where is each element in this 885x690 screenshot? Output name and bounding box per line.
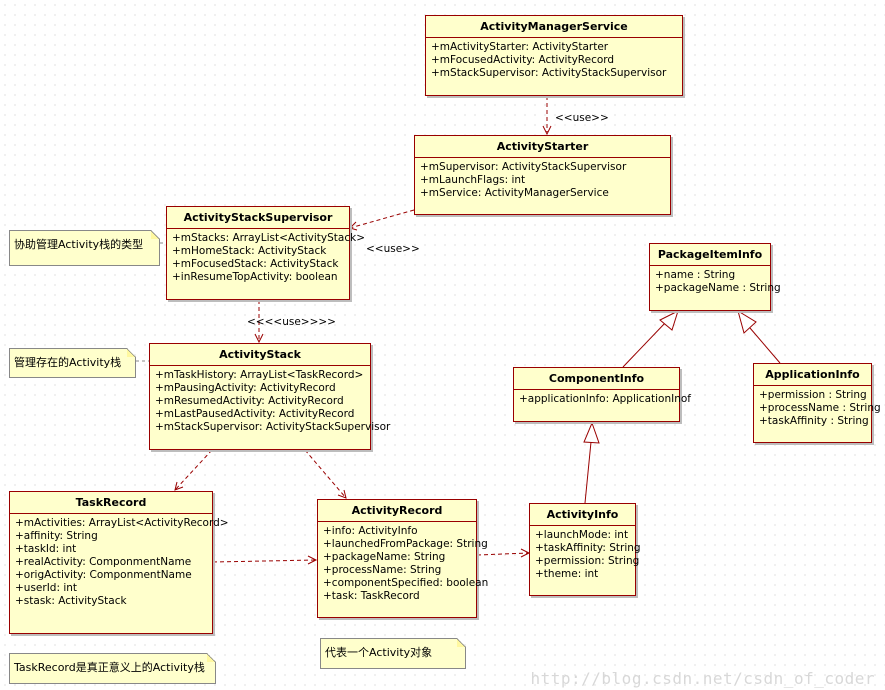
class-name: TaskRecord	[10, 492, 212, 514]
note-fold-corner	[207, 653, 216, 662]
dependency-stack-record	[304, 449, 347, 499]
field: +permission: String	[535, 555, 640, 567]
class-application-info[interactable]: ApplicationInfo +permission : String +pr…	[753, 363, 881, 443]
use-stereotype-label: <<use>>	[366, 243, 420, 255]
field: +launchedFromPackage: String	[323, 538, 488, 550]
field: +mFocusedStack: ActivityStack	[172, 258, 339, 270]
note-task: TaskRecord是真正意义上的Activity栈	[9, 653, 216, 684]
dependency-starter-supervisor	[349, 209, 415, 229]
generalization-actinfo-compinfo	[584, 441, 592, 504]
field: +mService: ActivityManagerService	[420, 187, 609, 199]
field: +processName : String	[759, 402, 881, 414]
field: +mActivities: ArrayList<ActivityRecord>	[15, 517, 229, 529]
class-activity-starter[interactable]: ActivityStarter +mSupervisor: ActivitySt…	[414, 135, 671, 215]
class-activity-info[interactable]: ActivityInfo +launchMode: int +taskAffin…	[529, 503, 641, 596]
field: +mSupervisor: ActivityStackSupervisor	[420, 161, 627, 173]
note-text: 管理存在的Activity栈	[14, 356, 122, 369]
field: +mResumedActivity: ActivityRecord	[155, 395, 344, 407]
watermark: http://blog.csdn.net/csdn_of_coder	[530, 669, 875, 688]
class-name: ActivityStackSupervisor	[167, 207, 349, 229]
generalization-arrowhead	[583, 421, 600, 444]
field: +stask: ActivityStack	[15, 595, 127, 607]
field: +taskAffinity : String	[759, 415, 869, 427]
note-stack: 管理存在的Activity栈	[9, 348, 136, 378]
class-component-info[interactable]: ComponentInfo +applicationInfo: Applicat…	[513, 367, 692, 422]
field: +componentSpecified: boolean	[323, 577, 489, 589]
field: +task: TaskRecord	[323, 590, 420, 602]
class-activity-stack[interactable]: ActivityStack +mTaskHistory: ArrayList<T…	[149, 343, 391, 450]
class-name: ActivityStarter	[415, 136, 670, 158]
field: +mHomeStack: ActivityStack	[172, 245, 327, 257]
use-stereotype-label: <<use>>	[555, 112, 609, 124]
field: +name : String	[655, 269, 736, 281]
class-name: ActivityRecord	[318, 500, 476, 522]
field: +mFocusedActivity: ActivityRecord	[431, 54, 615, 66]
class-name: ComponentInfo	[514, 368, 679, 390]
field: +mStackSupervisor: ActivityStackSupervis…	[155, 421, 391, 433]
class-name: ApplicationInfo	[754, 364, 871, 386]
dependency-record-actinfo	[476, 552, 530, 556]
field: +mStacks: ArrayList<ActivityStack>	[172, 232, 366, 244]
field: +theme: int	[535, 568, 599, 580]
note-fold-corner	[457, 638, 466, 647]
note-record: 代表一个Activity对象	[320, 638, 466, 669]
field: +mLastPausedActivity: ActivityRecord	[155, 408, 355, 420]
field: +taskId: int	[15, 543, 77, 555]
class-activity-manager-service[interactable]: ActivityManagerService +mActivityStarter…	[425, 15, 683, 96]
field: +mActivityStarter: ActivityStarter	[431, 41, 609, 53]
generalization-arrowhead	[737, 309, 757, 334]
note-fold-corner	[127, 348, 136, 357]
field: +mStackSupervisor: ActivityStackSupervis…	[431, 67, 667, 79]
field: +affinity: String	[15, 530, 98, 542]
class-name: ActivityManagerService	[426, 16, 682, 38]
generalization-arrowhead	[659, 310, 679, 331]
field: +taskAffinity: String	[535, 542, 641, 554]
field: +permission : String	[759, 389, 867, 401]
class-task-record[interactable]: TaskRecord +mActivities: ArrayList<Activ…	[9, 491, 229, 634]
note-supervisor: 协助管理Activity栈的类型	[9, 230, 160, 266]
field: +realActivity: ComponmentName	[15, 556, 192, 568]
class-name: ActivityStack	[150, 344, 370, 366]
class-name: PackageItemInfo	[650, 244, 770, 266]
class-activity-record[interactable]: ActivityRecord +info: ActivityInfo +laun…	[317, 499, 489, 618]
field: +processName: String	[323, 564, 442, 576]
field: +origActivity: ComponmentName	[15, 569, 192, 581]
class-activity-stack-supervisor[interactable]: ActivityStackSupervisor +mStacks: ArrayL…	[166, 206, 366, 300]
field: +mPausingActivity: ActivityRecord	[155, 382, 336, 394]
note-text: TaskRecord是真正意义上的Activity栈	[14, 661, 205, 674]
field: +userId: int	[15, 582, 78, 594]
field: +packageName : String	[655, 282, 781, 294]
field: +launchMode: int	[535, 529, 629, 541]
generalization-compinfo-pkginfo	[622, 321, 667, 368]
field: +applicationInfo: ApplicationInof	[519, 393, 692, 405]
field: +packageName: String	[323, 551, 446, 563]
note-text: 协助管理Activity栈的类型	[14, 238, 144, 251]
note-fold-corner	[151, 230, 160, 239]
field: +inResumeTopActivity: boolean	[172, 271, 338, 283]
dependency-stack-task	[174, 449, 213, 491]
field: +info: ActivityInfo	[323, 525, 418, 537]
field: +mTaskHistory: ArrayList<TaskRecord>	[155, 369, 364, 381]
use-stereotype-label: <<<<use>>>>	[247, 316, 336, 328]
class-package-item-info[interactable]: PackageItemInfo +name : String +packageN…	[649, 243, 781, 311]
field: +mLaunchFlags: int	[420, 174, 526, 186]
class-name: ActivityInfo	[530, 504, 635, 526]
note-text: 代表一个Activity对象	[325, 646, 433, 659]
dependency-task-record	[212, 559, 317, 563]
generalization-appinfo-pkginfo	[749, 327, 781, 364]
